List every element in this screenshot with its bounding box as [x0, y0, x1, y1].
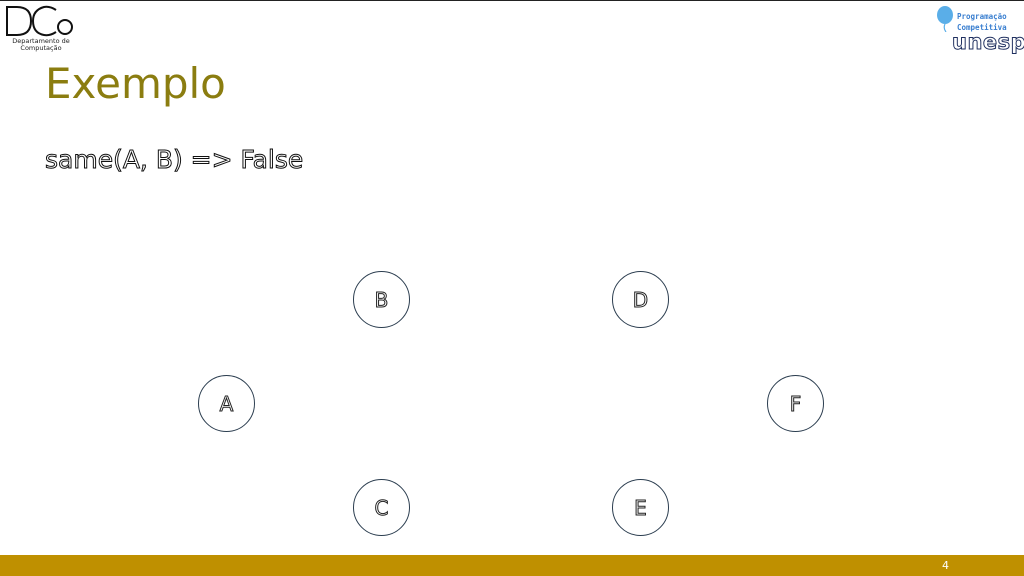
balloon-icon — [937, 6, 953, 32]
unesp-wordmark: unesp — [951, 30, 1024, 54]
top-border-line — [0, 0, 1024, 1]
unesp-logo: Programação Competitiva unesp — [934, 4, 1024, 54]
graph-node-a: A — [198, 375, 255, 432]
programacao-label: Programação — [957, 12, 1007, 21]
slide-title: Exemplo — [45, 59, 226, 108]
dco-logo: Departamento de Computação — [4, 4, 76, 52]
graph-node-e: E — [612, 479, 669, 536]
graph-node-b: B — [353, 271, 410, 328]
graph-node-c: C — [353, 479, 410, 536]
graph-node-d: D — [612, 271, 669, 328]
graph-node-f: F — [767, 375, 824, 432]
node-label-d: D — [632, 287, 649, 312]
node-label-b: B — [374, 287, 389, 312]
dco-logo-line2: Computação — [20, 44, 62, 52]
competitiva-label: Competitiva — [957, 23, 1007, 32]
code-expression: same(A, B) => False — [44, 145, 304, 175]
dco-logo-line1: Departamento de — [12, 37, 70, 45]
node-label-a: A — [219, 391, 234, 416]
node-label-e: E — [634, 495, 648, 520]
footer-bar: 4 — [0, 555, 1024, 576]
node-label-c: C — [374, 495, 389, 520]
node-label-f: F — [789, 391, 802, 416]
page-number: 4 — [942, 559, 949, 572]
